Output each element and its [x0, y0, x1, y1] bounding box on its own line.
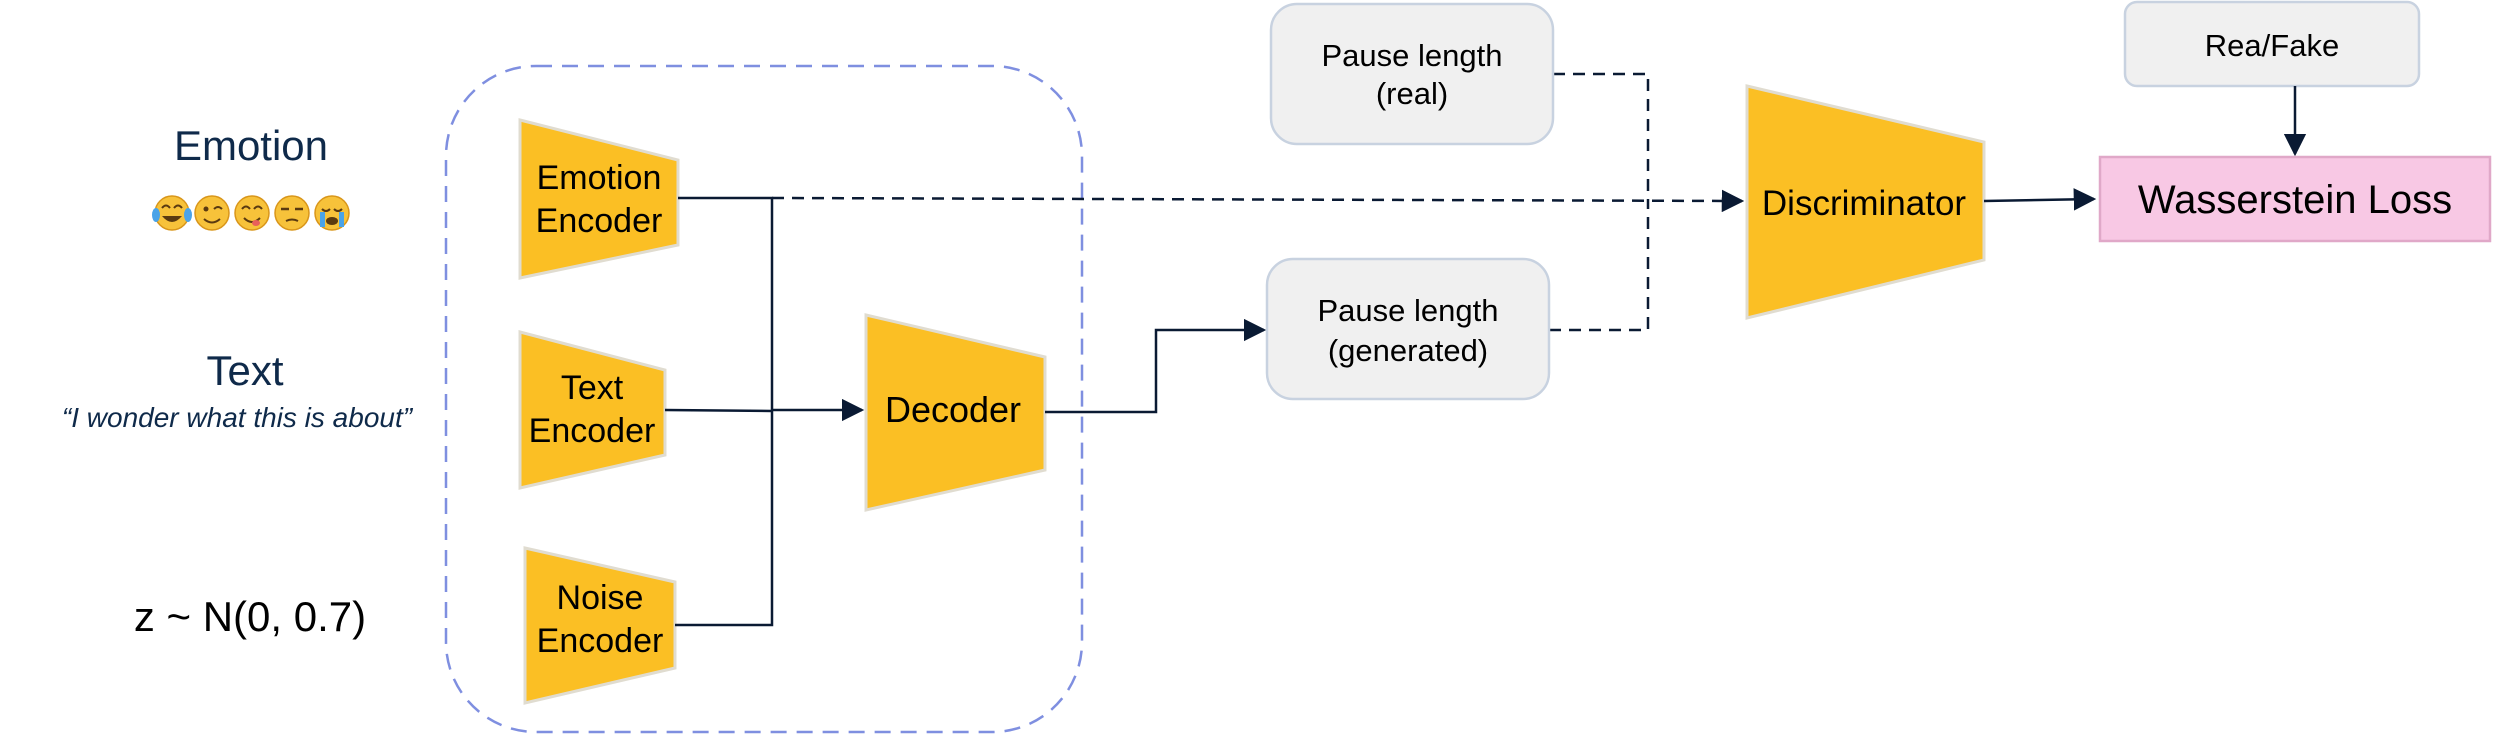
pause-length-generated-box: Pause length (generated)	[1265, 257, 1551, 401]
noise-encoder-line1: Noise	[557, 579, 644, 617]
real-fake-label: Rea/Fake	[2205, 28, 2339, 63]
pause-generated-to-discriminator-dashed-line	[1549, 201, 1650, 332]
crying-emoji-icon	[314, 195, 350, 231]
text-encoder: Text Encoder	[518, 330, 667, 490]
pause-generated-line1: Pause length	[1318, 293, 1499, 328]
winking-emoji-icon	[194, 195, 230, 231]
text-encoder-line1: Text	[561, 369, 624, 407]
pause-real-to-discriminator-dashed-line	[1553, 72, 1650, 201]
unamused-emoji-icon	[274, 195, 310, 231]
wasserstein-loss-box: Wasserstein Loss	[2098, 155, 2492, 243]
noise-to-decoder-line	[675, 411, 774, 627]
decoder-block: Decoder	[864, 313, 1047, 512]
discriminator-label: Discriminator	[1762, 184, 1967, 223]
text-quote: “I wonder what this is about”	[62, 402, 414, 433]
encoder-decoder-group	[444, 64, 1084, 734]
pause-real-line1: Pause length	[1322, 38, 1503, 73]
pause-generated-line2: (generated)	[1328, 333, 1488, 368]
discriminator-to-loss-line	[1983, 188, 2097, 211]
pause-length-real-box: Pause length (real)	[1269, 2, 1555, 146]
decoder-label: Decoder	[885, 389, 1021, 430]
emotion-encoder-line1: Emotion	[537, 159, 662, 197]
text-encoder-line2: Encoder	[529, 412, 656, 450]
emotion-encoder-line2: Encoder	[536, 202, 663, 240]
noise-encoder: Noise Encoder	[523, 546, 677, 705]
emotion-emoji-row	[152, 195, 350, 231]
emotion-to-discriminator-dashed-line	[771, 189, 1745, 213]
yum-emoji-icon	[234, 195, 270, 231]
noise-encoder-line2: Encoder	[537, 622, 664, 660]
text-title: Text	[206, 347, 283, 394]
emotion-to-decoder-line	[678, 196, 865, 422]
real-fake-box: Rea/Fake	[2123, 0, 2421, 88]
noise-label: z ~ N(0, 0.7)	[134, 593, 366, 640]
discriminator-block: Discriminator	[1745, 84, 1986, 320]
wasserstein-loss-label: Wasserstein Loss	[2138, 178, 2452, 222]
laughing-emoji-icon	[152, 195, 192, 231]
pause-real-line2: (real)	[1376, 76, 1448, 111]
decoder-to-pause-generated-line	[1045, 318, 1267, 414]
emotion-title: Emotion	[174, 122, 328, 169]
emotion-encoder: Emotion Encoder	[518, 118, 680, 280]
text-to-decoder-line	[664, 408, 773, 413]
